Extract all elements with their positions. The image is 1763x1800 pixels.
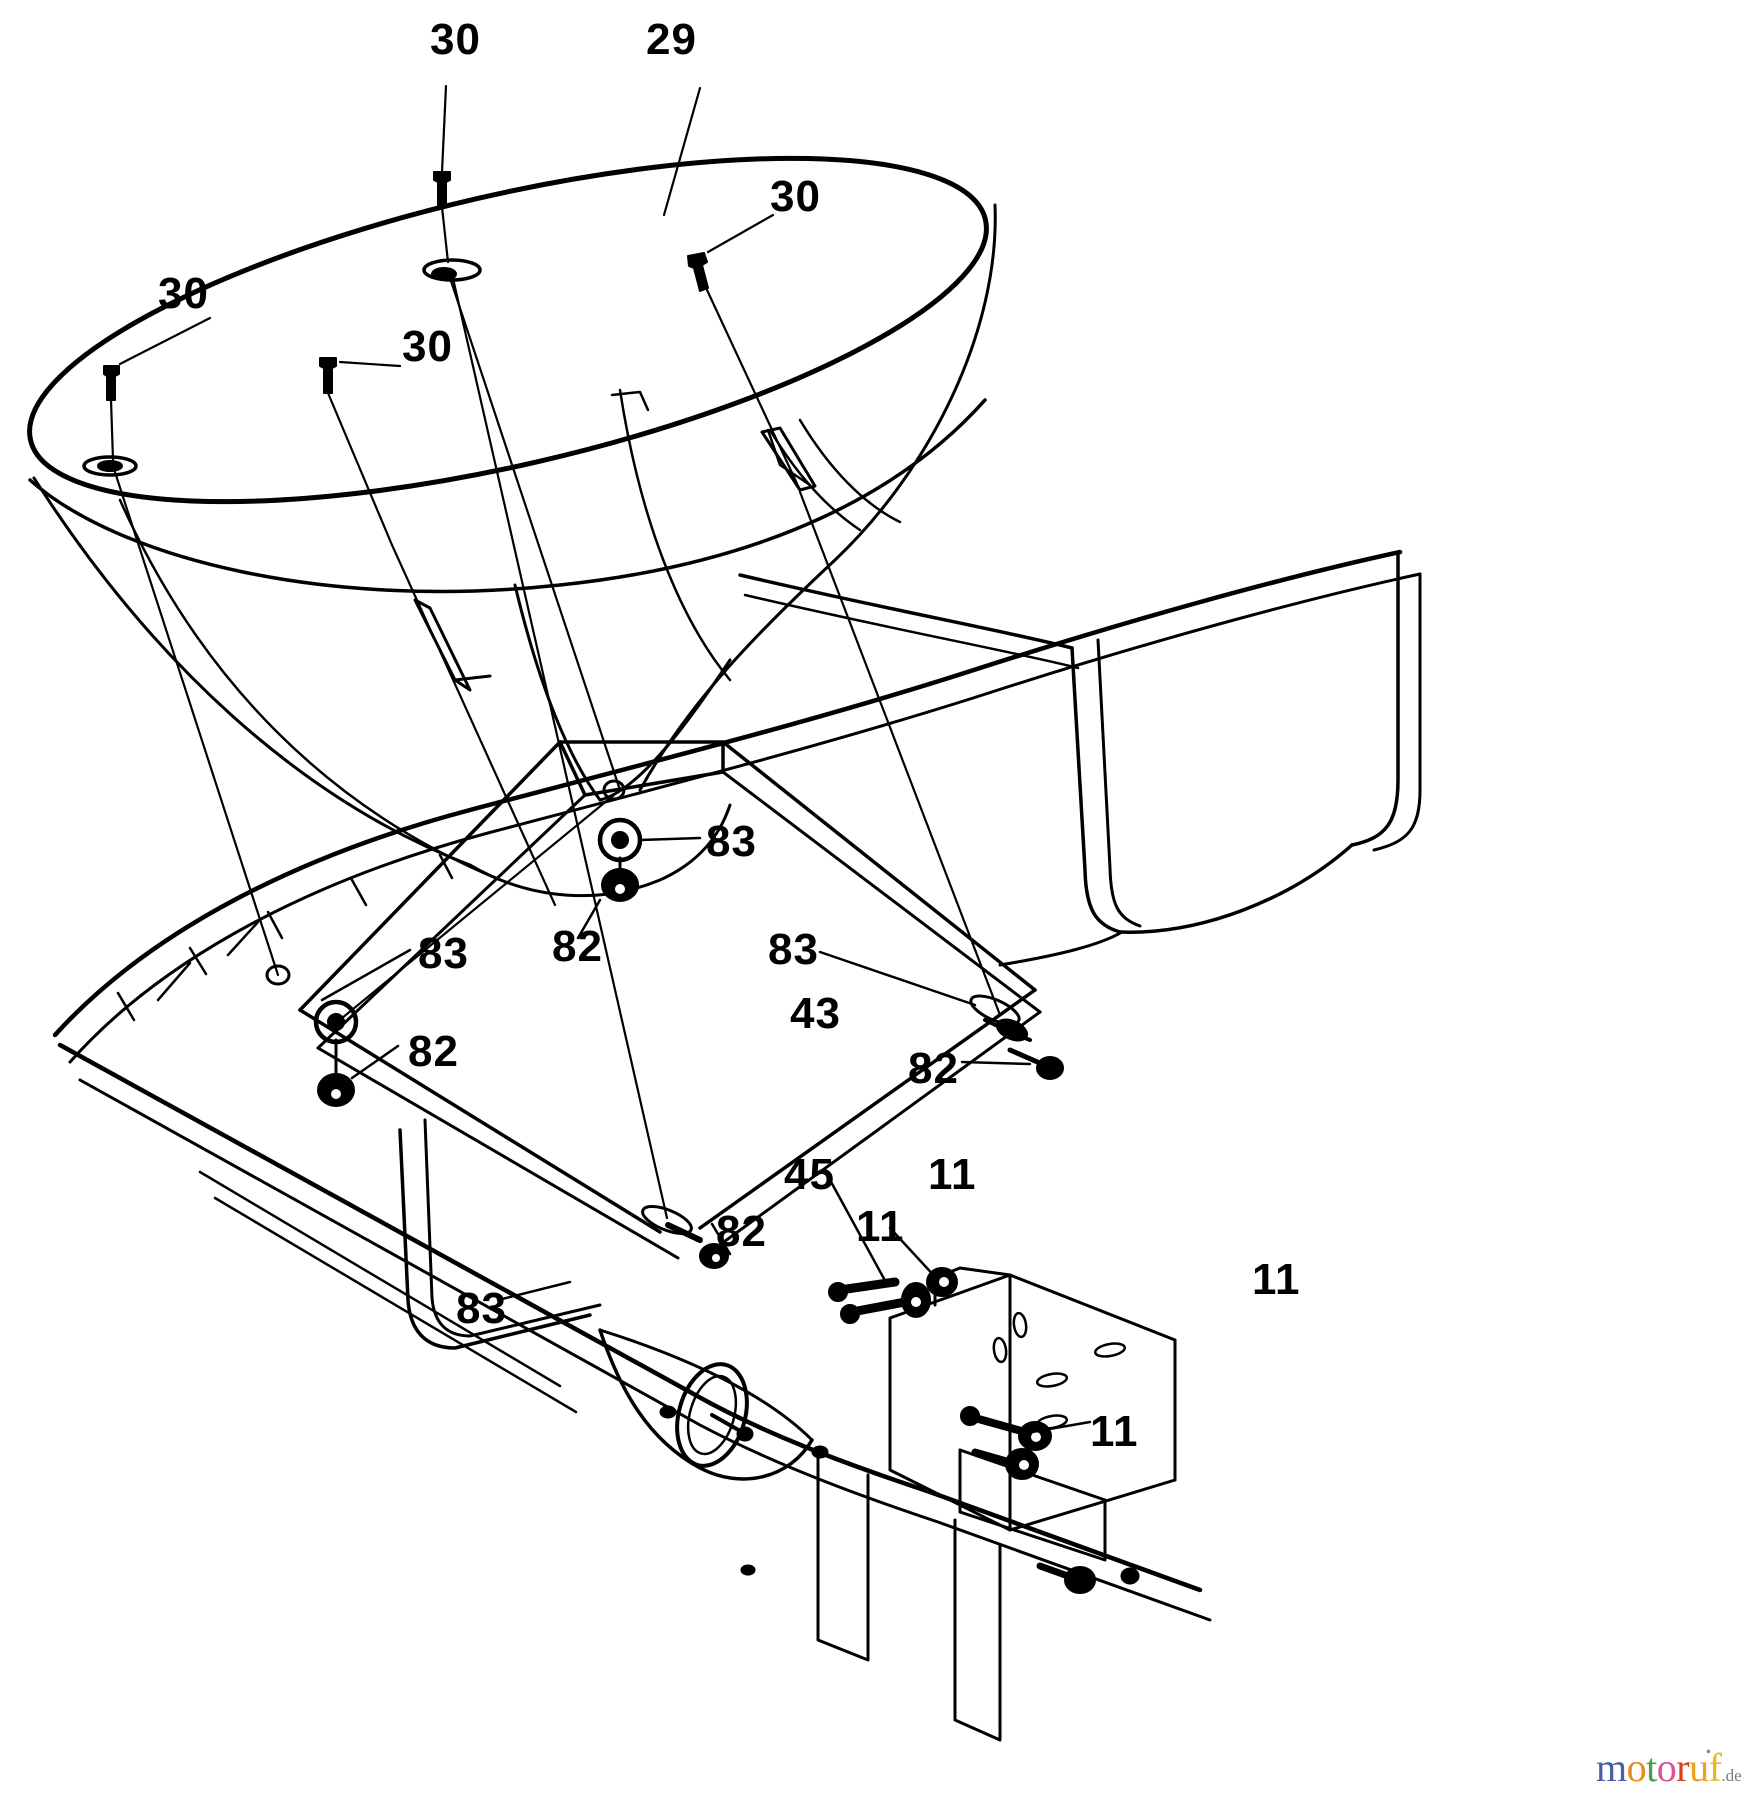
callout-11-far-right: 11: [1252, 1255, 1301, 1304]
callout-83-right: 83: [768, 925, 819, 974]
callout-11-mid: 11: [856, 1202, 905, 1251]
callout-30-mid-left: 30: [402, 322, 453, 371]
callout-11-bottom: 11: [1090, 1407, 1139, 1456]
logo-dot-icon: •: [1705, 1744, 1712, 1761]
callout-43-deck: 43: [790, 989, 841, 1038]
axle-housing: [598, 1328, 814, 1576]
callout-29-hopper: 29: [646, 15, 697, 64]
callout-83-left: 83: [418, 929, 469, 978]
handle-bar: [398, 1118, 602, 1350]
leader-lines: [109, 84, 802, 547]
logo-letter-u: u: [1689, 1745, 1709, 1790]
base-frame: [52, 549, 1422, 1064]
callout-30-left: 30: [158, 269, 209, 318]
logo-letter-o1: o: [1626, 1745, 1647, 1790]
callout-82-right: 82: [908, 1044, 959, 1093]
callout-leaders: [320, 836, 1092, 1434]
callout-82-center: 82: [552, 922, 603, 971]
callout-83-center: 83: [706, 817, 757, 866]
callout-11-upper: 11: [928, 1150, 977, 1199]
callout-82-left: 82: [408, 1027, 459, 1076]
logo-letter-t: t: [1646, 1745, 1657, 1790]
rim-hatching: [156, 920, 260, 1002]
deck-tray: [298, 740, 1042, 1260]
mounting-bracket-box: [888, 1266, 1177, 1562]
callout-30-upper-right: 30: [770, 172, 821, 221]
logo-letter-f: f: [1708, 1745, 1722, 1790]
motoruf-watermark: motoruf.de •: [1596, 1744, 1742, 1790]
callout-82-lower: 82: [716, 1207, 767, 1256]
logo-suffix: .de: [1721, 1766, 1742, 1785]
callout-45-bracket: 45: [784, 1150, 835, 1199]
logo-letter-o2: o: [1656, 1745, 1677, 1790]
chassis-beam: [57, 1042, 1212, 1622]
hopper-bolts: [103, 171, 709, 401]
callout-30-top: 30: [430, 15, 481, 64]
logo-letter-r: r: [1676, 1745, 1690, 1790]
frame-legs: [816, 1448, 1002, 1742]
logo-letter-m: m: [1596, 1745, 1627, 1790]
callout-83-bottom: 83: [456, 1284, 507, 1333]
hopper-mount-holes: [82, 258, 482, 477]
